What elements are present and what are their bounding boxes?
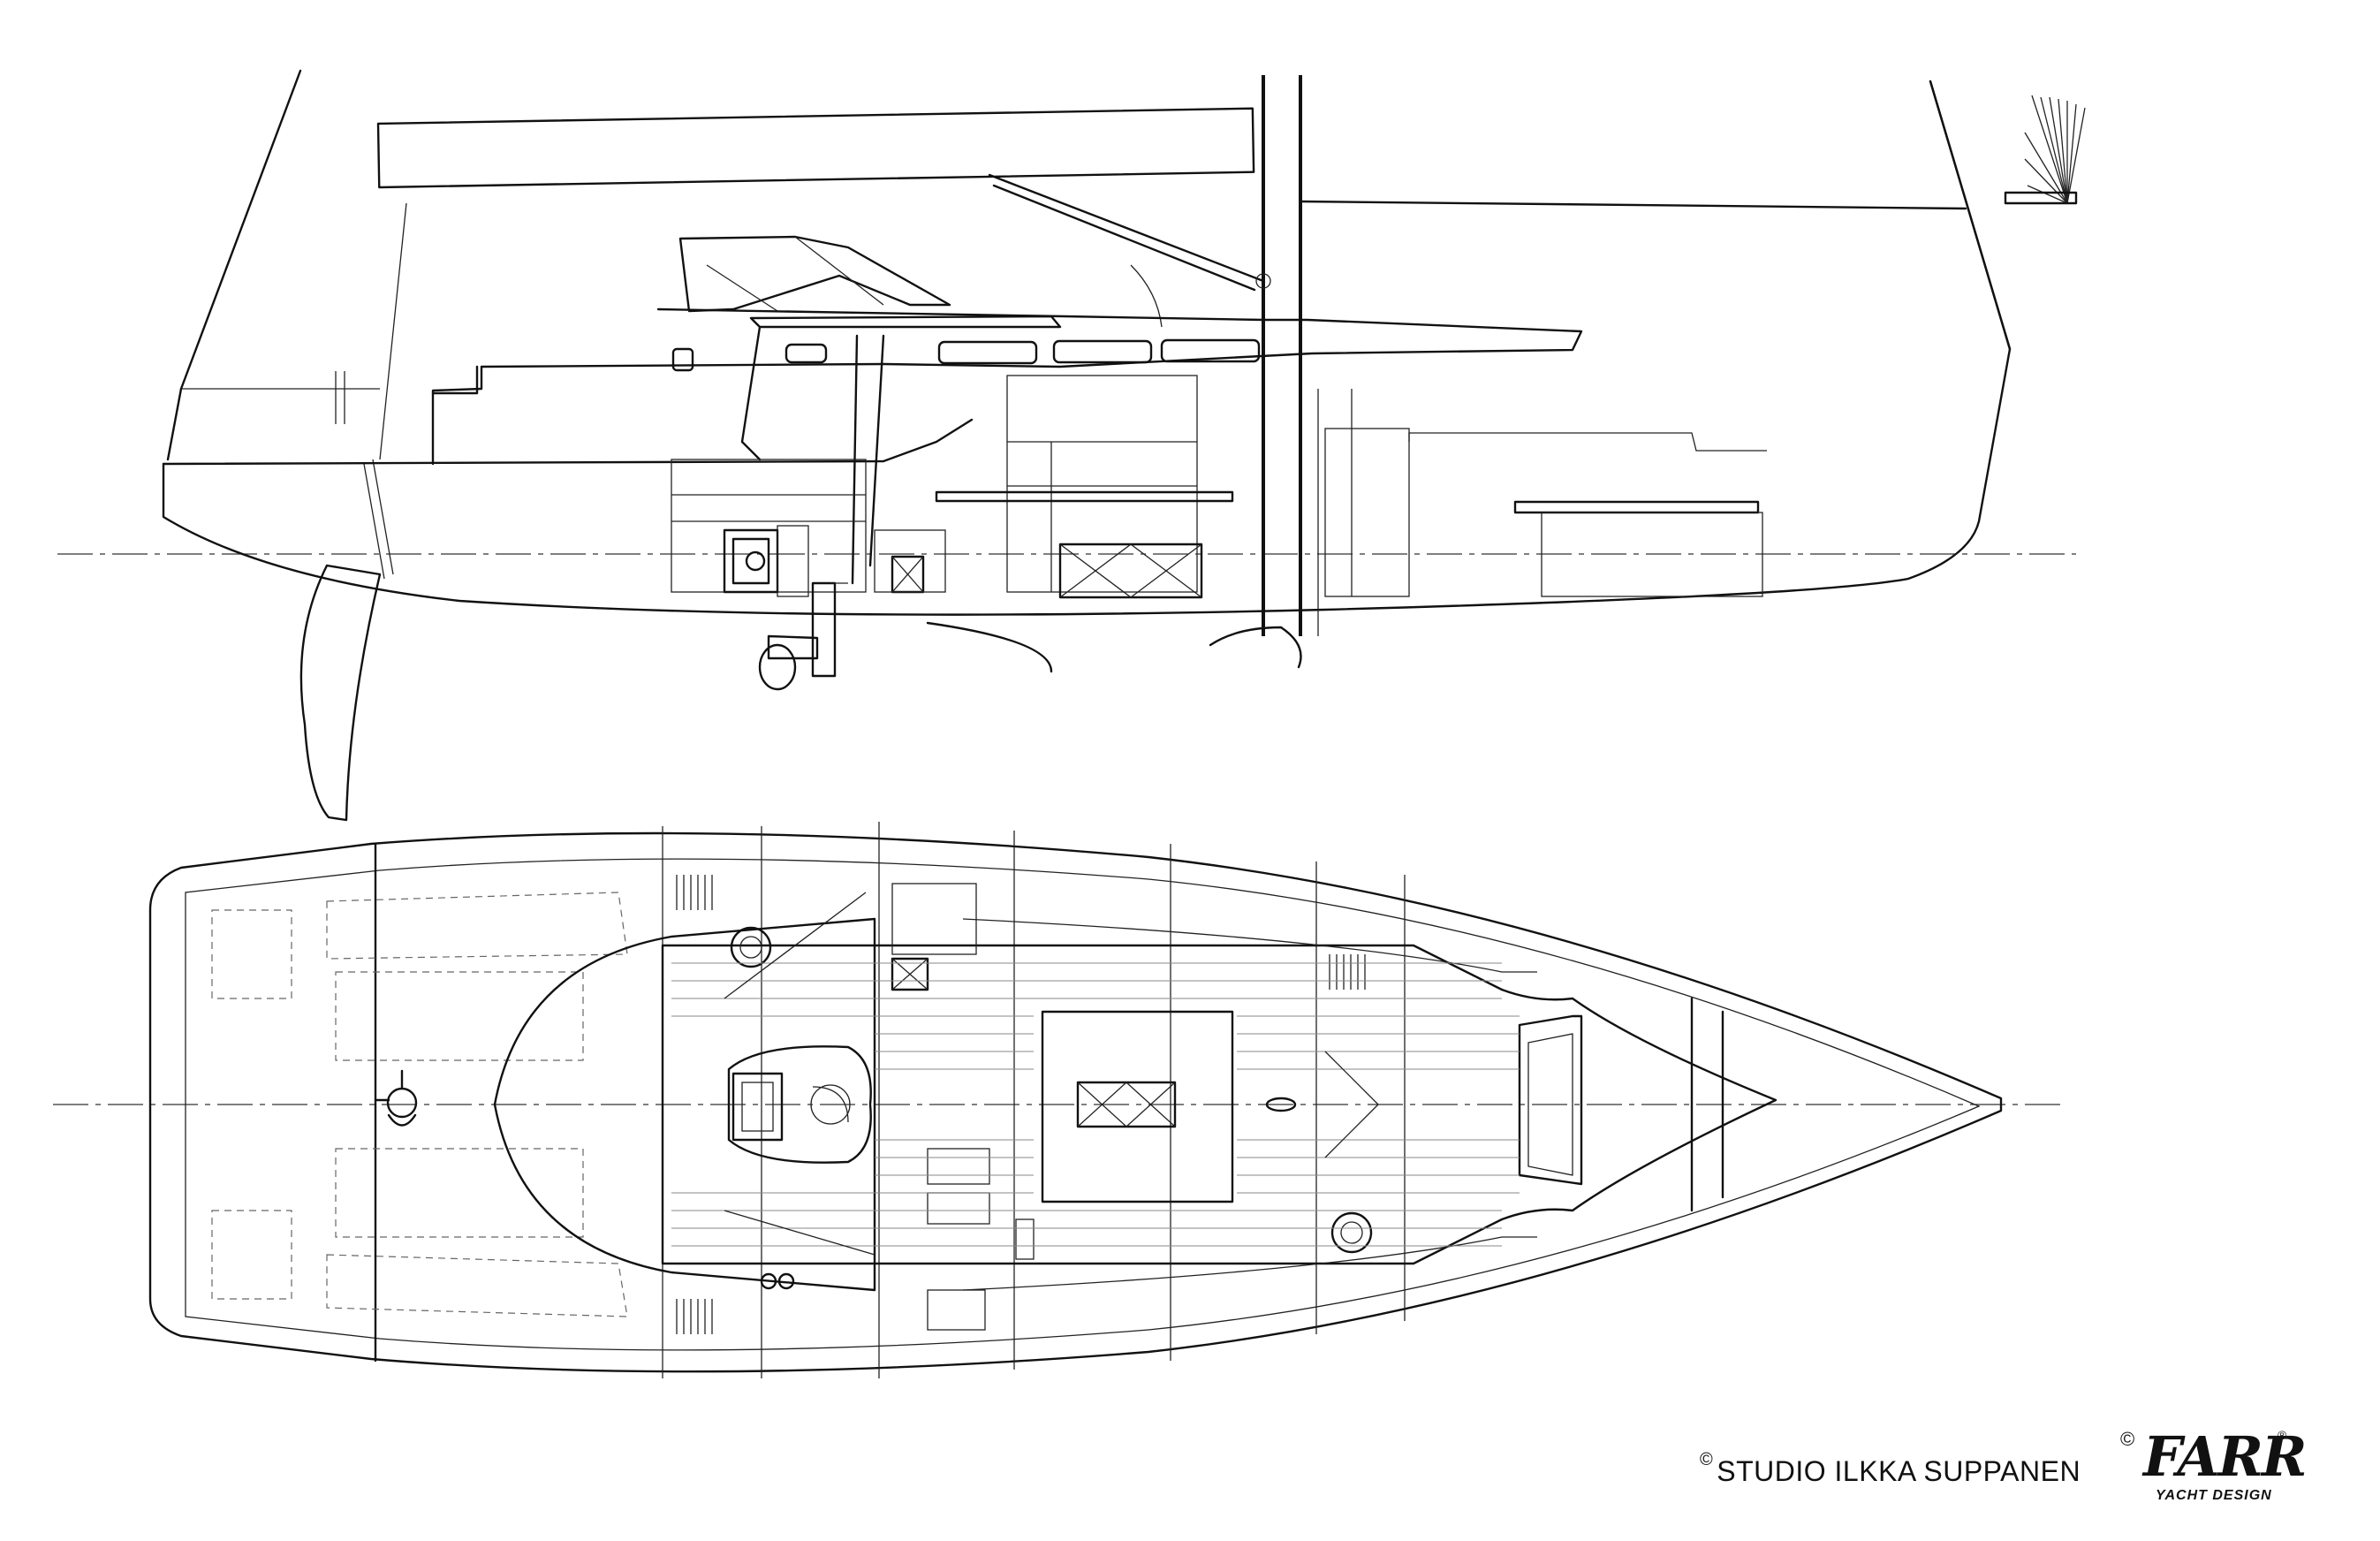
vent-grate-aft-port xyxy=(676,875,713,910)
logo-copyright-symbol: © xyxy=(2120,1428,2135,1450)
vent-grate-fwd xyxy=(1329,954,1366,990)
cockpit-coaming xyxy=(493,917,876,1292)
copyright-symbol: © xyxy=(1700,1450,1714,1469)
profile-view xyxy=(57,69,2086,822)
port-window xyxy=(784,343,828,364)
vent-grate-aft-stbd xyxy=(676,1299,713,1334)
coachroof xyxy=(661,944,1777,1265)
farr-logo: © FARR ® YACHT DESIGN xyxy=(2120,1423,2308,1520)
fore-hatch xyxy=(1518,1014,1583,1186)
plan-view xyxy=(53,822,2067,1378)
helm-wheel xyxy=(374,1069,418,1127)
forestay xyxy=(1929,80,2012,351)
deckhouse xyxy=(431,307,1583,466)
logo-wordmark: FARR xyxy=(2143,1424,2308,1489)
saildrive xyxy=(758,581,848,691)
mast-step xyxy=(1265,1097,1297,1112)
hull-profile xyxy=(162,80,2012,616)
masthead-indicator xyxy=(2004,95,2086,205)
studio-name: STUDIO ILKKA SUPPANEN xyxy=(1717,1455,2081,1487)
engine-profile xyxy=(723,525,809,597)
winch-stbd-mid xyxy=(1330,1211,1373,1254)
deck-hatch xyxy=(1041,1010,1234,1203)
studio-copyright: ©STUDIO ILKKA SUPPANEN xyxy=(1700,1450,2081,1488)
deck-planking xyxy=(671,962,1520,1247)
keel-root xyxy=(926,621,1053,673)
logo-subtitle: YACHT DESIGN xyxy=(2156,1488,2272,1503)
deck-outline xyxy=(148,831,2003,1373)
rudder xyxy=(299,564,382,822)
boom xyxy=(376,107,1255,189)
winch-port-aft xyxy=(730,926,772,968)
engine-plan xyxy=(727,1045,872,1164)
logo-registered-mark: ® xyxy=(2278,1428,2287,1442)
